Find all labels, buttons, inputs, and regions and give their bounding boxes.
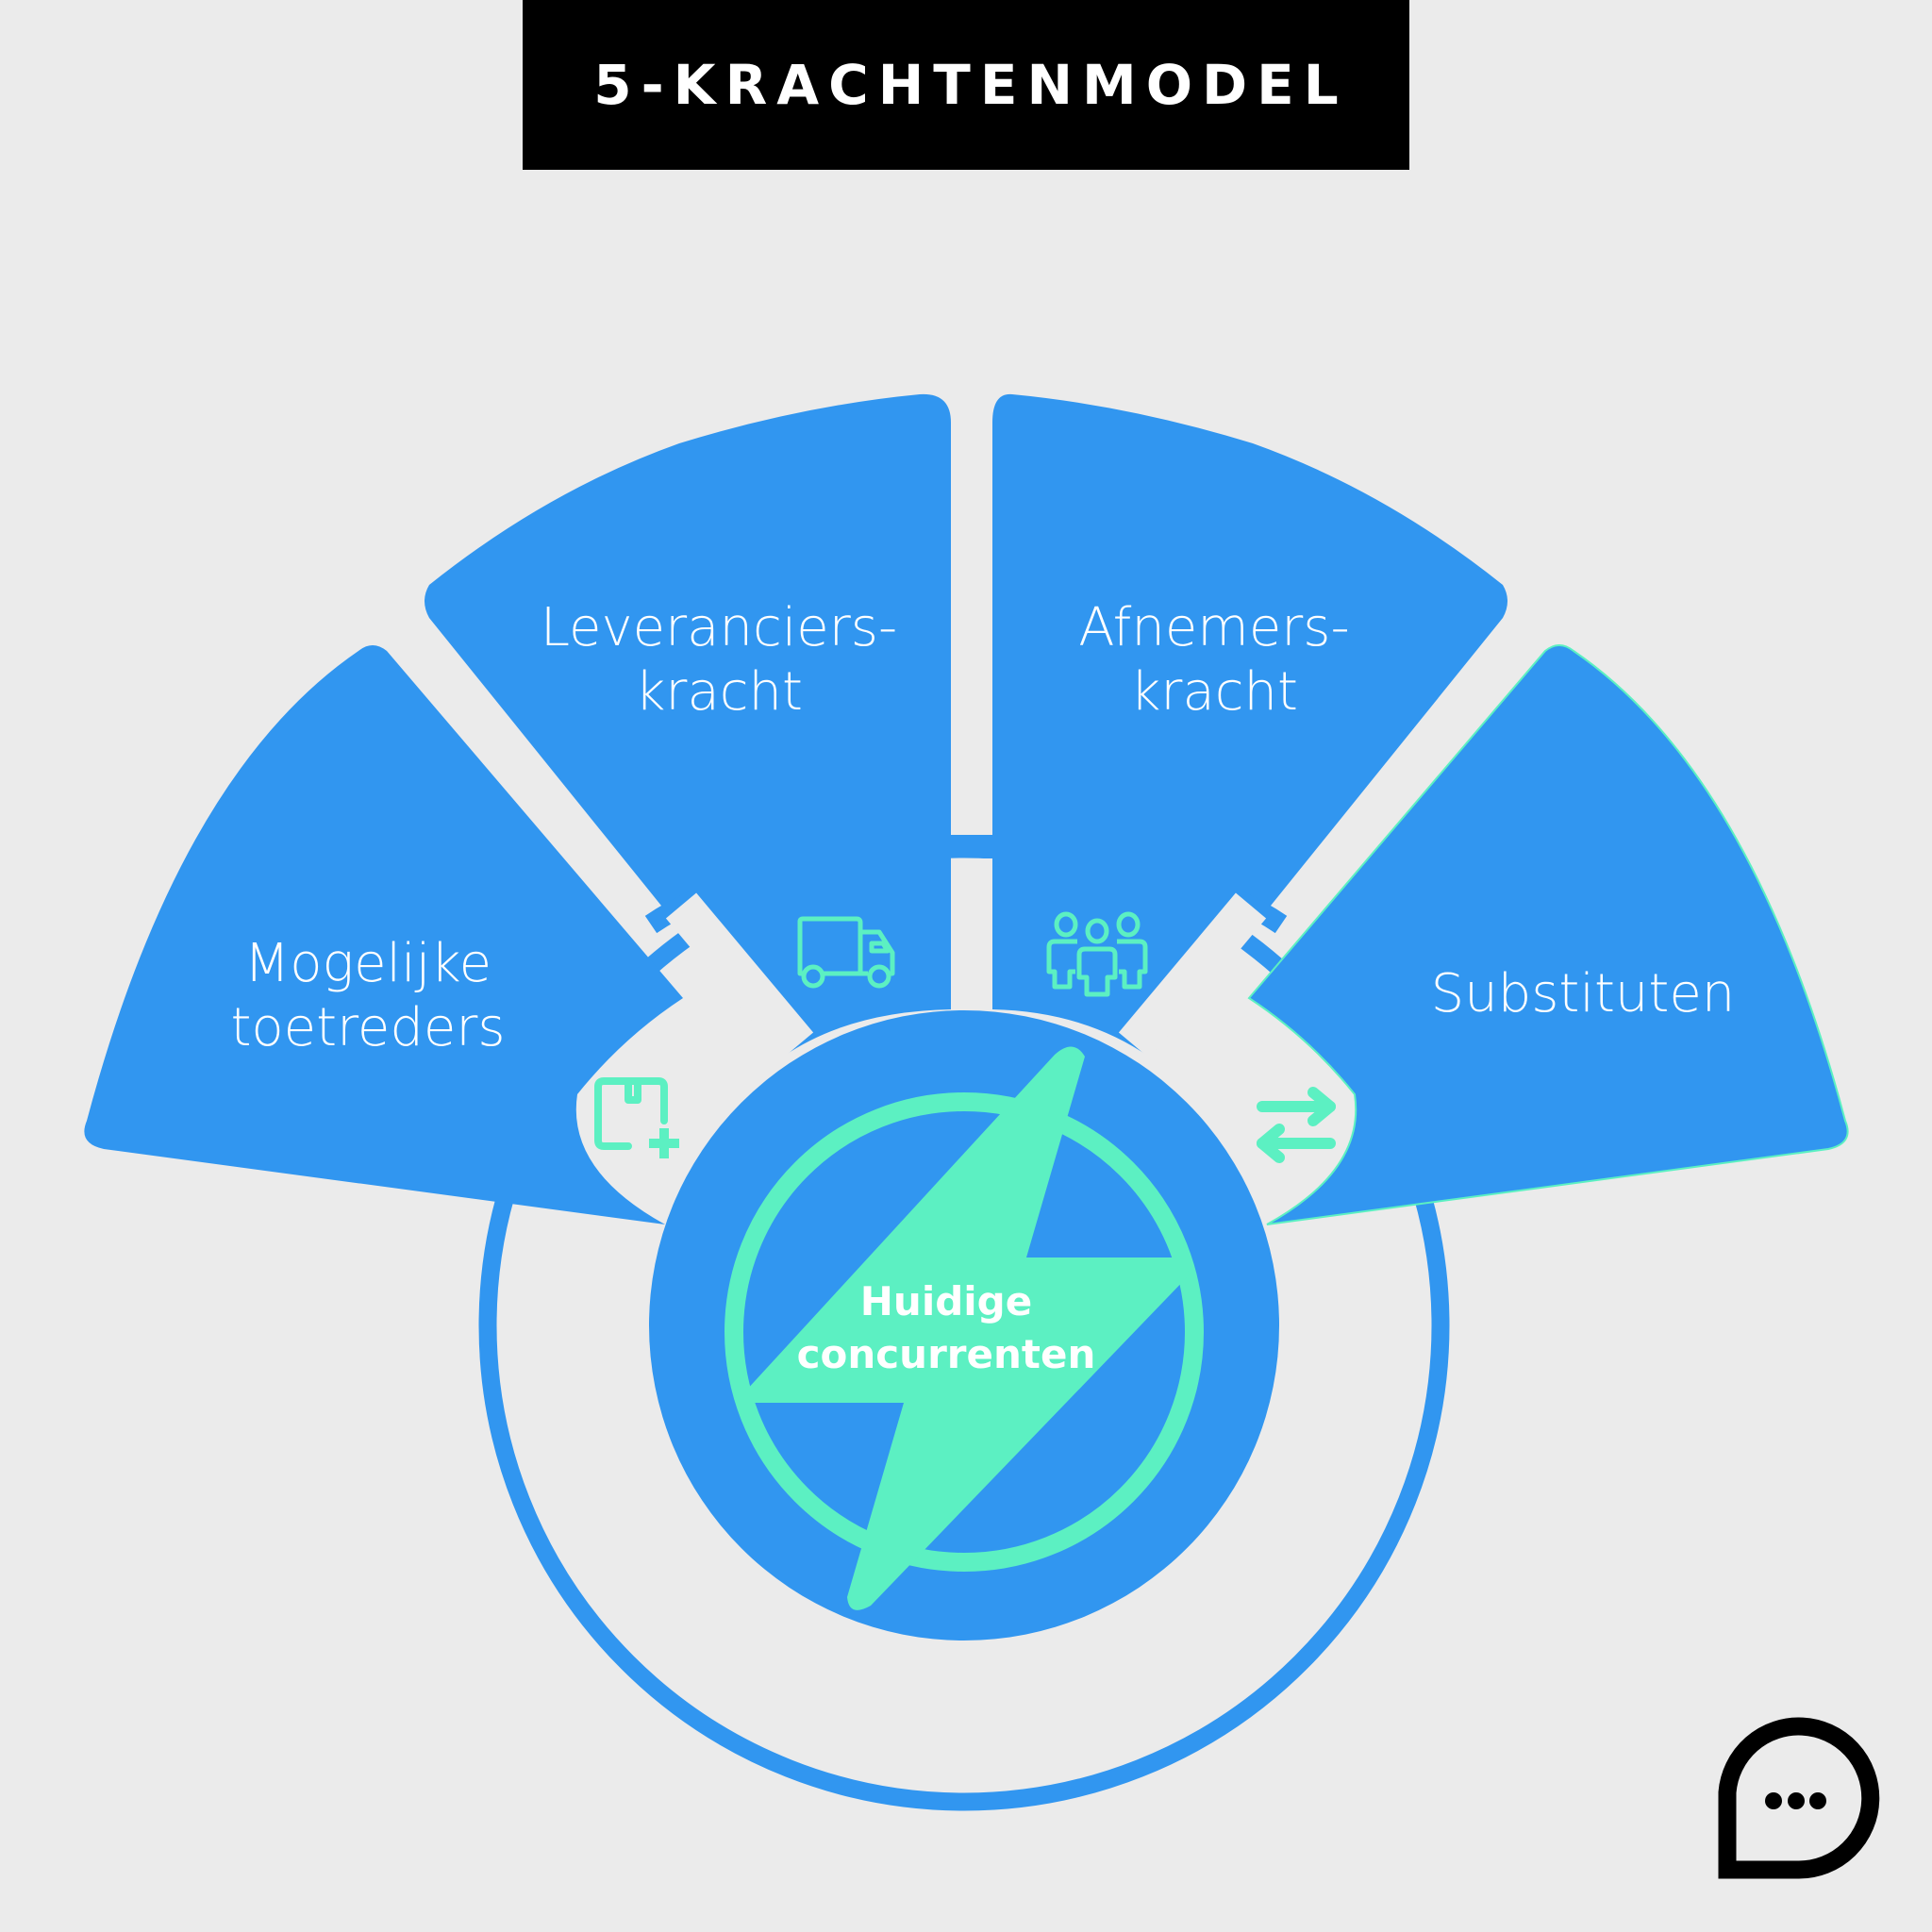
label-suppliers-1: Leveranciers- <box>541 597 897 658</box>
page-title: 5-KRACHTENMODEL <box>593 53 1348 117</box>
segment-suppliers[interactable] <box>425 393 951 1058</box>
inner-ring <box>724 1092 1204 1572</box>
label-new-entrants-2: toetreders <box>230 997 505 1058</box>
segment-new-entrants[interactable] <box>84 645 684 1224</box>
lightning-bolt-icon <box>745 1046 1191 1610</box>
gap-left-lower <box>665 892 814 1058</box>
label-center-2: concurrenten <box>797 1331 1096 1377</box>
label-suppliers-2: kracht <box>635 661 803 723</box>
box-plus-icon <box>594 1077 679 1158</box>
gap-right-lower <box>1118 892 1267 1058</box>
label-center-1: Huidige <box>860 1278 1032 1324</box>
gap-center-lower <box>951 858 992 1009</box>
truck-icon <box>797 916 895 989</box>
swap-arrows-icon <box>1257 1087 1336 1163</box>
segment-substitutes[interactable] <box>1247 644 1849 1225</box>
label-buyers-2: kracht <box>1130 661 1298 723</box>
segment-buyers[interactable] <box>992 393 1507 1058</box>
title-banner: 5-KRACHTENMODEL <box>523 0 1409 170</box>
label-substitutes: Substituten <box>1431 963 1736 1024</box>
people-group-icon <box>1046 911 1148 997</box>
label-new-entrants-1: Mogelijke <box>244 933 491 994</box>
label-buyers-1: Afnemers- <box>1078 597 1349 658</box>
chat-bubble-dots-icon <box>1718 1717 1880 1879</box>
